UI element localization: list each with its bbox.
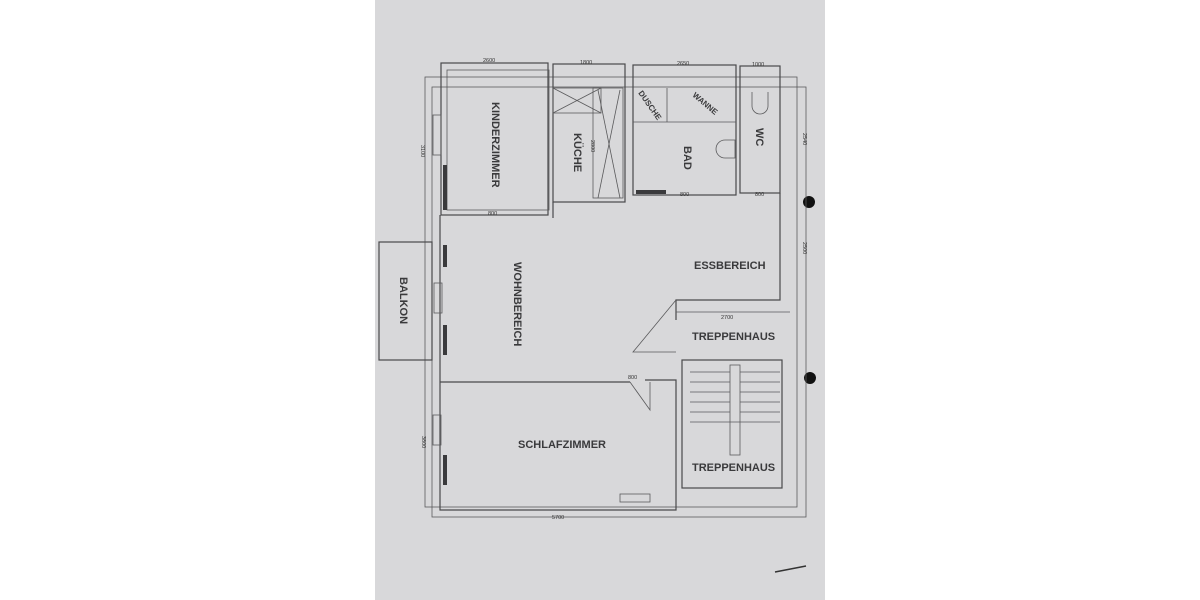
- room-label-treppenhaus-lower: TREPPENHAUS: [692, 462, 775, 474]
- pencil-mark: [774, 565, 807, 573]
- room-label-kueche: KÜCHE: [571, 133, 584, 172]
- room-label-essbereich: ESSBEREICH: [694, 260, 766, 272]
- dimension-label: 5700: [552, 515, 564, 521]
- dimension-label: 2540: [801, 133, 807, 145]
- dimension-label: 3800: [420, 436, 426, 448]
- dimension-label: 2500: [801, 242, 807, 254]
- walls: [378, 62, 807, 518]
- dimension-label: 3100: [419, 145, 425, 157]
- room-label-schlafzimmer: SCHLAFZIMMER: [518, 439, 606, 451]
- dimension-label: 1800: [580, 60, 592, 66]
- room-label-wohnbereich: WOHNBEREICH: [511, 262, 523, 346]
- punch-hole: [803, 196, 815, 208]
- dimension-label: 800: [680, 192, 689, 198]
- room-label-kinderzimmer: KINDERZIMMER: [489, 102, 501, 188]
- room-label-wc: WC: [753, 128, 765, 146]
- room-label-treppenhaus-upper: TREPPENHAUS: [692, 331, 775, 343]
- dimension-label: 800: [628, 375, 637, 381]
- room-label-bad: BAD: [681, 146, 693, 170]
- dimension-label: 2700: [721, 315, 733, 321]
- dimension-label: 800: [755, 192, 764, 198]
- room-label-balkon: BALKON: [397, 277, 409, 324]
- punch-hole: [804, 372, 816, 384]
- dimension-label: 2800: [589, 140, 595, 152]
- dimension-label: 2650: [677, 61, 689, 67]
- dimension-label: 800: [488, 211, 497, 217]
- dimension-label: 1000: [752, 62, 764, 68]
- dimension-label: 2600: [483, 58, 495, 64]
